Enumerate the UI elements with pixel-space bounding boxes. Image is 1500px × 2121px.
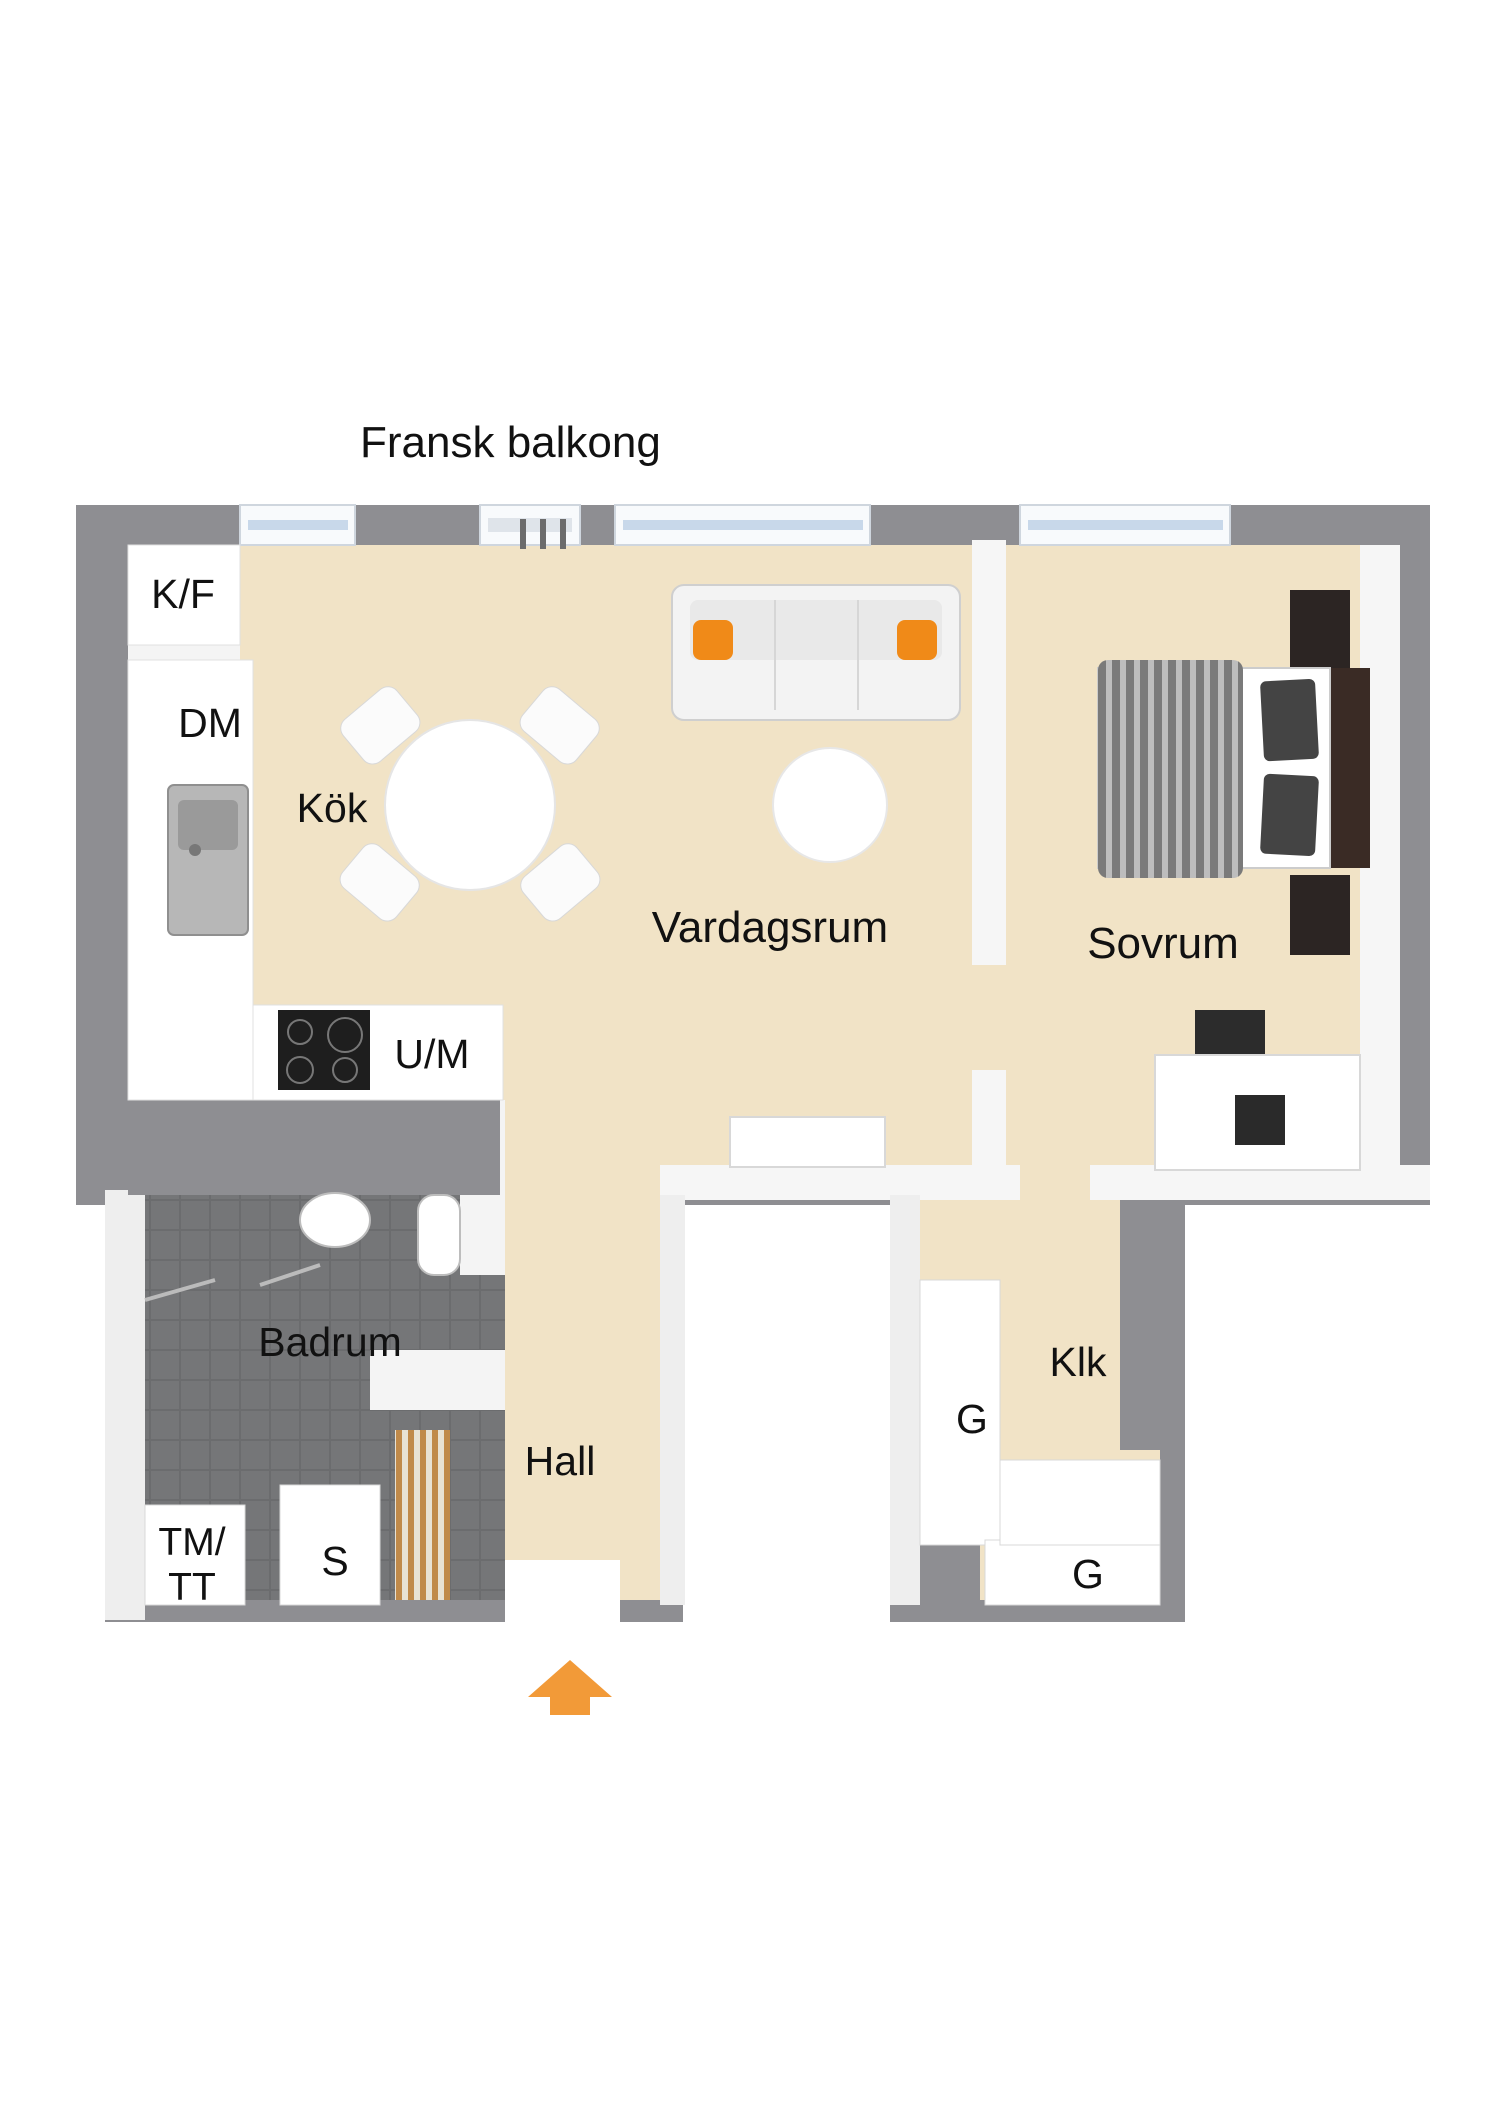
tv-bench	[729, 1116, 886, 1168]
kitchen-label: Kök	[297, 785, 368, 831]
bathroom-fixtures	[144, 1192, 461, 1606]
entrance-arrow-icon	[528, 1660, 612, 1715]
wardrobe-label-1: G	[956, 1396, 988, 1442]
windows	[239, 504, 1231, 549]
bed	[1097, 590, 1370, 955]
dishwasher-label: DM	[178, 700, 242, 746]
closet-label: Klk	[1050, 1339, 1107, 1385]
dining-table	[339, 686, 601, 922]
bedroom-label: Sovrum	[1087, 919, 1239, 968]
fridge-freezer-label: K/F	[151, 571, 215, 617]
wardrobe-label-2: G	[1072, 1551, 1104, 1597]
washer-label: TM/	[158, 1521, 225, 1564]
desk	[1154, 1010, 1361, 1171]
balcony-label: Fransk balkong	[360, 418, 661, 467]
dryer-label: TT	[168, 1566, 216, 1609]
sofa	[671, 584, 961, 721]
wardrobes	[919, 1279, 1161, 1606]
living-room-label: Vardagsrum	[652, 903, 888, 952]
bathroom-label: Badrum	[258, 1319, 402, 1365]
kitchen-counter	[127, 544, 504, 1101]
hall-label: Hall	[525, 1438, 596, 1484]
entrance-opening	[505, 1560, 620, 1622]
microwave-oven-label: U/M	[394, 1031, 469, 1077]
storage-label: S	[321, 1538, 348, 1584]
coffee-table	[772, 747, 888, 863]
